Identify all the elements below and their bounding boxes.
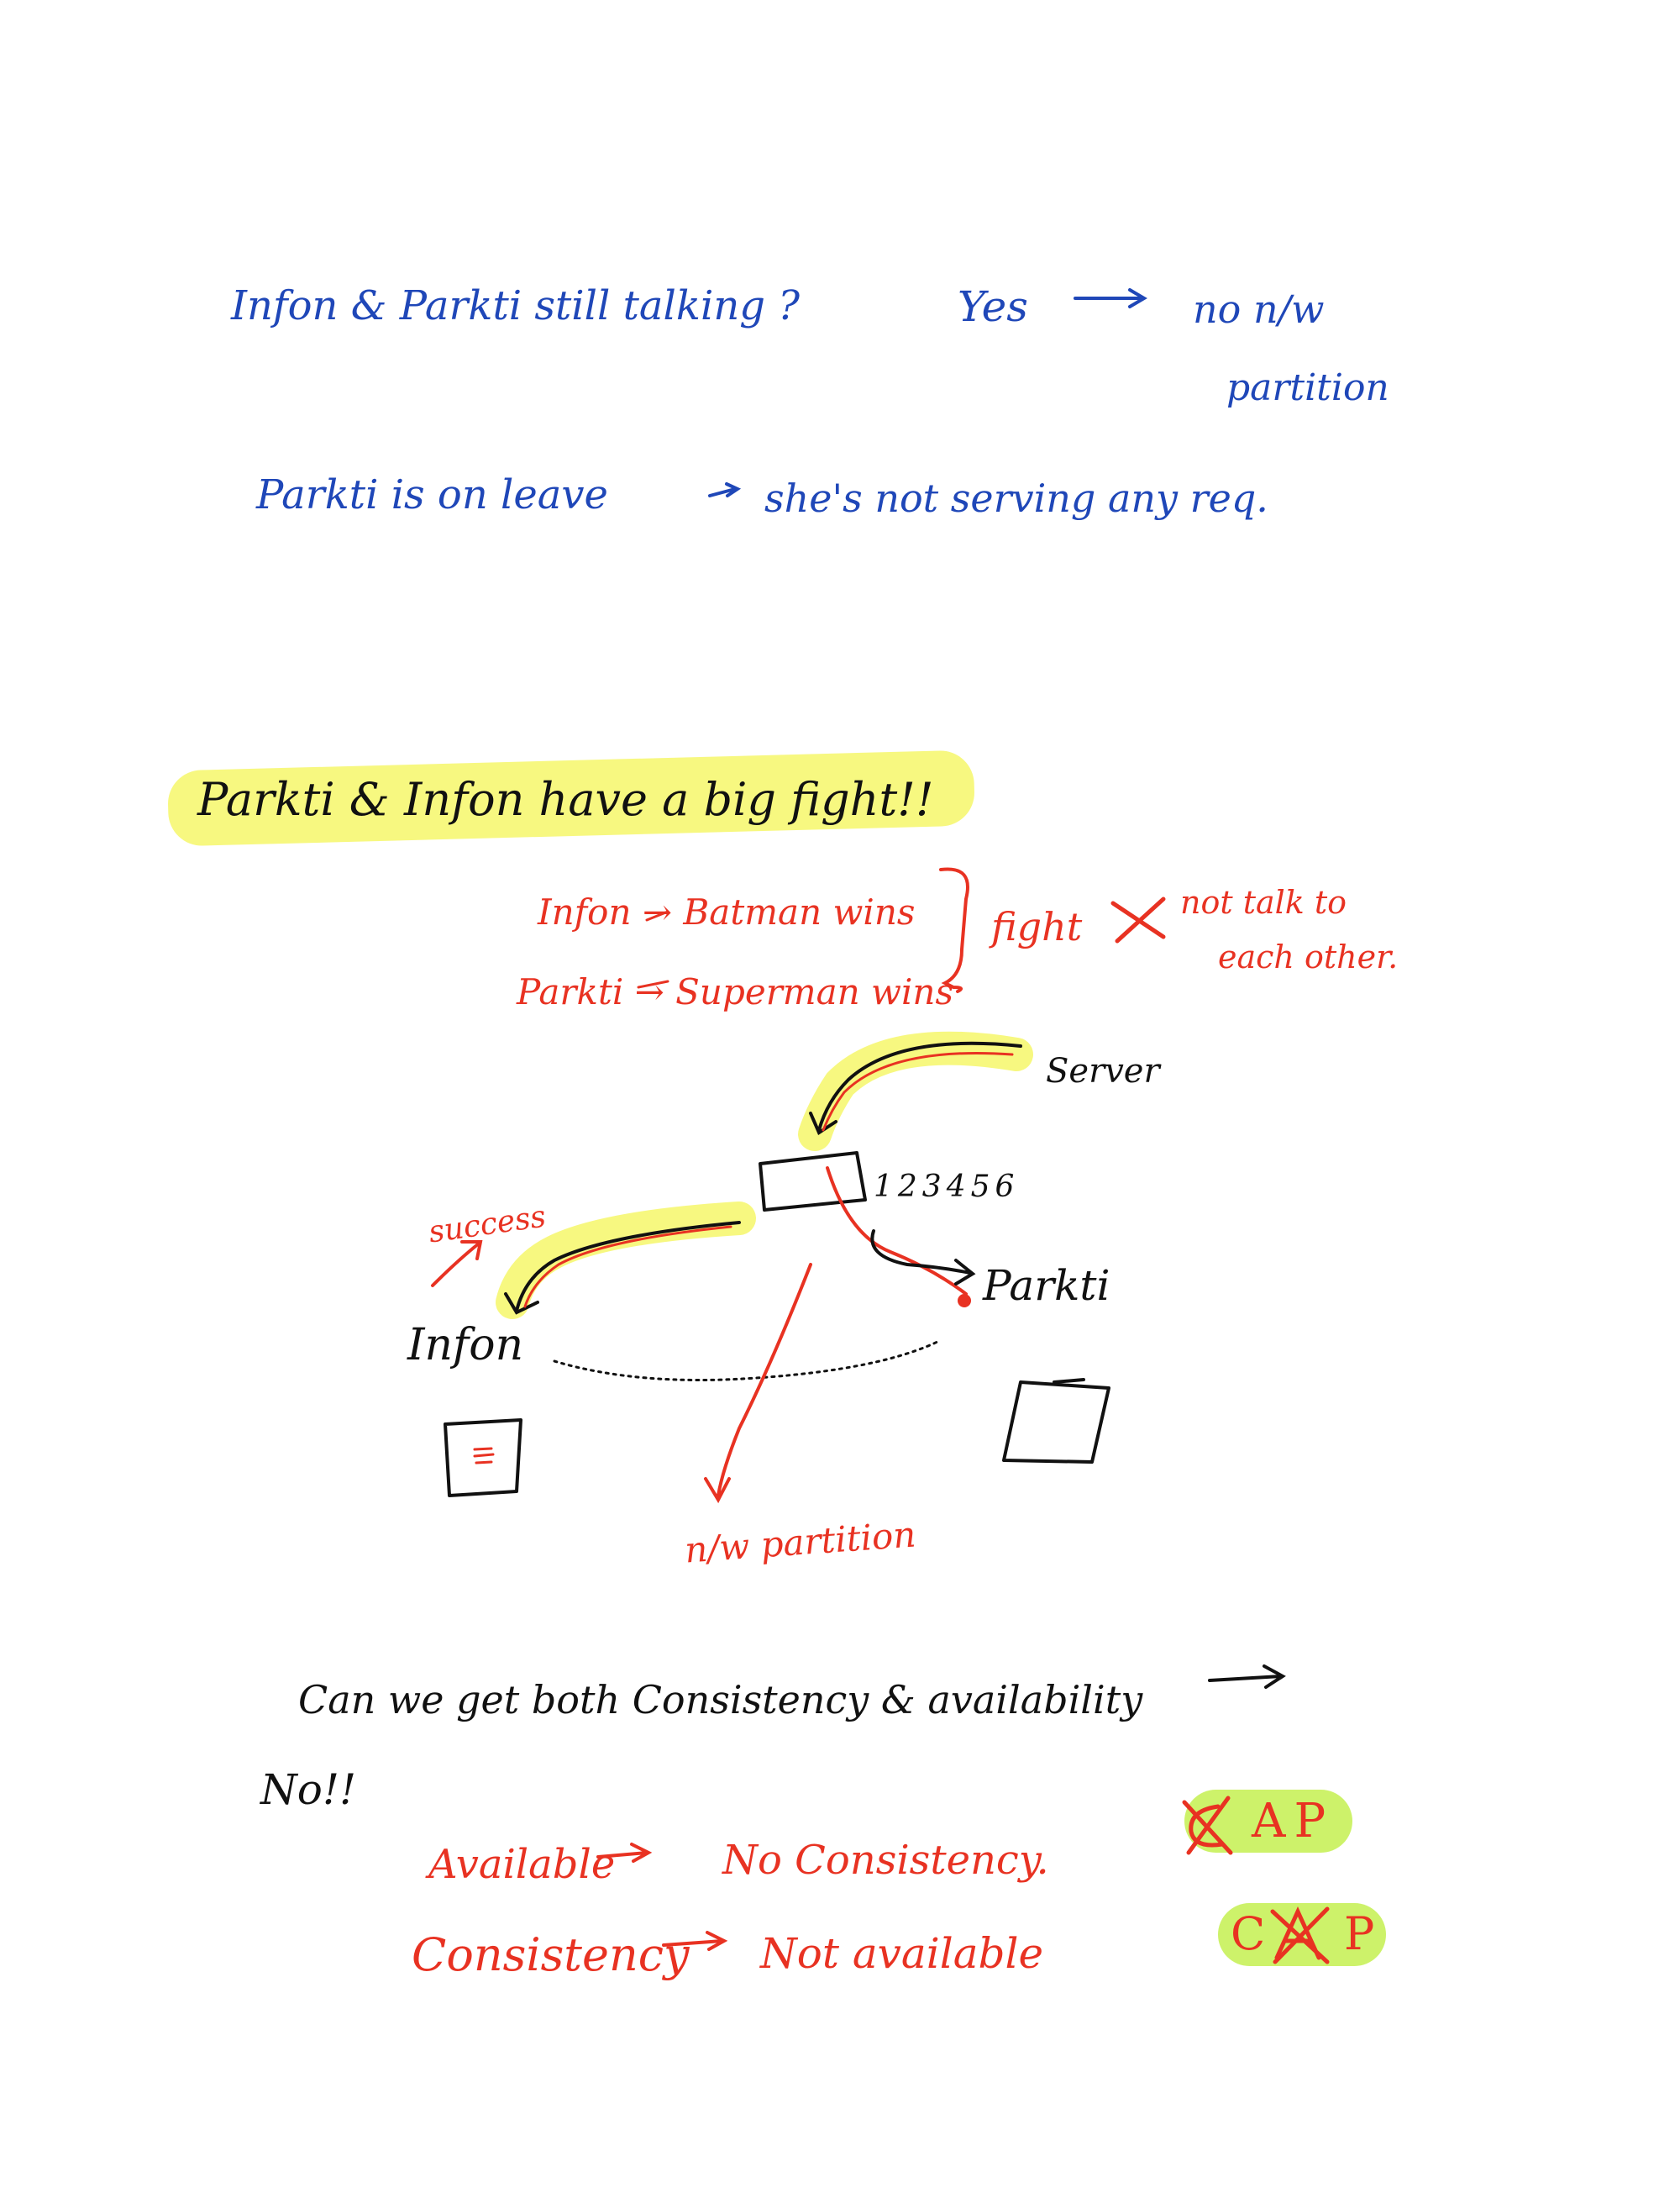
question-line: Infon & Parkti still talking ? xyxy=(231,282,800,329)
available-line: Available xyxy=(428,1841,616,1888)
yes-arrow xyxy=(1074,288,1147,308)
no-nw-text: no n/w xyxy=(1193,287,1325,332)
cp-cross xyxy=(1270,1906,1330,1964)
success-arrow xyxy=(431,1240,483,1287)
cp-c-label: C xyxy=(1231,1907,1266,1960)
parkti-arrow-dot xyxy=(958,1294,971,1307)
not-talk-text: not talk to xyxy=(1180,884,1347,921)
superman-arrow xyxy=(637,980,669,989)
number-label: 123456 xyxy=(874,1170,1020,1204)
batman-arrow xyxy=(645,910,669,922)
consistency-line: Consistency xyxy=(412,1928,690,1981)
infon-box-data xyxy=(473,1447,495,1464)
infon-label: Infon xyxy=(407,1320,524,1370)
conclusion-answer: No!! xyxy=(260,1765,357,1814)
server-label: Server xyxy=(1046,1052,1160,1091)
dotted-link xyxy=(553,1338,942,1381)
parkti-box xyxy=(1002,1380,1110,1464)
not-available-text: Not available xyxy=(760,1929,1044,1978)
server-arrow-highlight xyxy=(798,1031,1033,1151)
fight-bracket xyxy=(939,867,969,993)
left-arrow-red xyxy=(523,1225,732,1308)
parkti-arrow-black xyxy=(870,1229,976,1286)
ap-label: AP xyxy=(1252,1794,1335,1848)
parkti-box-lid xyxy=(1053,1378,1085,1384)
cross-mark xyxy=(1110,897,1166,944)
left-arrow-highlight xyxy=(496,1202,756,1319)
yes-answer: Yes xyxy=(958,282,1028,331)
no-consistency-text: No Consistency. xyxy=(722,1837,1049,1884)
parkti-superman-text: Parkti → Superman wins xyxy=(517,971,954,1012)
leave-line: Parkti is on leave xyxy=(256,471,608,518)
fight-heading: Parkti & Infon have a big fight!! xyxy=(197,773,934,826)
not-serving-text: she's not serving any req. xyxy=(764,476,1268,521)
ap-cross xyxy=(1182,1796,1233,1855)
cp-p-label: P xyxy=(1344,1907,1375,1960)
each-other-text: each other. xyxy=(1218,939,1399,975)
partition-line xyxy=(704,1263,812,1504)
ap-crossed-c xyxy=(1189,1804,1225,1848)
parkti-arrow-red xyxy=(826,1166,968,1296)
partition-text: partition xyxy=(1226,366,1389,409)
infon-batman-text: Infon → Batman wins xyxy=(538,891,916,933)
leave-arrow xyxy=(708,482,742,497)
consistency-arrow xyxy=(662,1931,728,1951)
left-arrow xyxy=(504,1221,741,1315)
fight-label: fight xyxy=(991,904,1083,949)
conclusion-question: Can we get both Consistency & availabili… xyxy=(298,1677,1143,1722)
parkti-label: Parkti xyxy=(983,1261,1110,1310)
server-arrow xyxy=(809,1041,1022,1135)
server-arrow-red xyxy=(822,1051,1014,1132)
available-arrow xyxy=(596,1843,653,1863)
question-arrow xyxy=(1208,1664,1286,1689)
central-node xyxy=(759,1151,867,1212)
infon-box xyxy=(444,1418,522,1497)
